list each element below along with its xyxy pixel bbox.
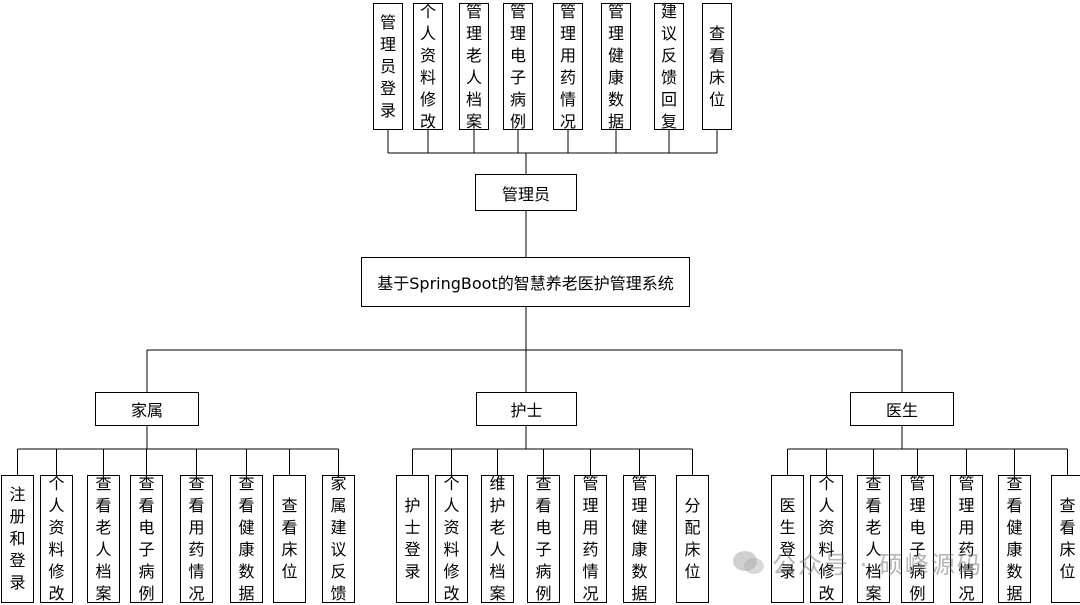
doctor-function-node: 查看床位: [1051, 475, 1080, 603]
admin-function-node: 查看床位: [702, 3, 732, 130]
nurse-function-node: 维护老人档案: [481, 474, 514, 603]
doctor-function-node: 管理用药情况: [950, 474, 983, 603]
family-function-node: 查看电子病例: [130, 474, 163, 603]
nurse-function-node: 个人资料修改: [435, 474, 468, 603]
nurse-function-node: 管理健康数据: [623, 474, 656, 603]
doctor-function-node: 管理电子病例: [901, 474, 934, 603]
admin-function-node: 个人资料修改: [413, 2, 443, 131]
admin-function-node: 建议反馈回复: [654, 2, 684, 131]
admin-function-node: 管理员登录: [373, 3, 403, 130]
family-role-node: 家属: [95, 392, 199, 426]
family-function-node: 查看床位: [273, 475, 306, 603]
admin-function-node: 管理电子病例: [503, 2, 533, 131]
watermark: 公众号 · 硕峰源码: [732, 545, 983, 580]
family-function-node: 查看老人档案: [87, 474, 120, 603]
family-function-node: 注册和登录: [1, 475, 34, 603]
watermark-text: 公众号 · 硕峰源码: [772, 551, 983, 579]
admin-function-node: 管理用药情况: [553, 2, 583, 131]
nurse-function-node: 管理用药情况: [574, 474, 607, 603]
family-function-node: 查看健康数据: [230, 474, 263, 603]
wechat-icon: [732, 549, 766, 577]
nurse-role-node: 护士: [476, 392, 577, 426]
admin-function-node: 管理健康数据: [601, 2, 631, 131]
admin-function-node: 管理老人档案: [459, 2, 489, 131]
nurse-function-node: 护士登录: [396, 475, 429, 603]
nurse-function-node: 分配床位: [676, 475, 709, 603]
doctor-function-node: 查看健康数据: [998, 474, 1031, 603]
family-function-node: 查看用药情况: [180, 474, 213, 603]
family-function-node: 个人资料修改: [40, 474, 73, 603]
nurse-function-node: 查看电子病例: [527, 474, 560, 603]
root-system-node: 基于SpringBoot的智慧养老医护管理系统: [361, 257, 690, 307]
admin-role-node: 管理员: [475, 174, 577, 211]
doctor-function-node: 医生登录: [771, 475, 804, 603]
doctor-function-node: 查看老人档案: [857, 474, 890, 603]
doctor-function-node: 个人资料修改: [810, 474, 843, 603]
family-function-node: 家属建议反馈: [322, 474, 355, 603]
doctor-role-node: 医生: [850, 392, 954, 426]
